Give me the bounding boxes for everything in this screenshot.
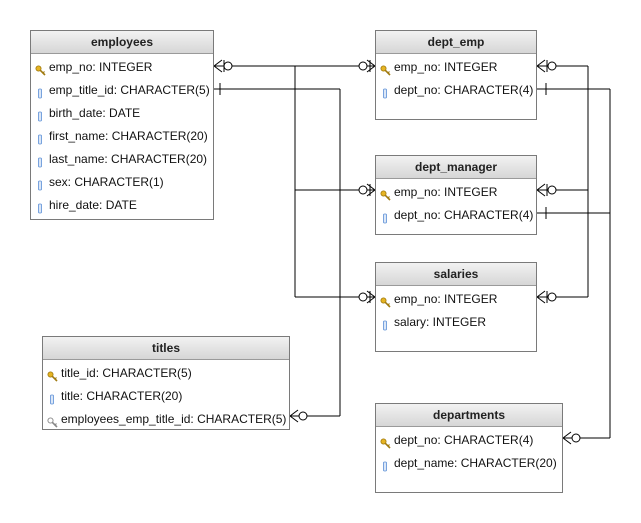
table-dept-emp[interactable]: dept_emp emp_no: INTEGER dept_no: CHARACT… (375, 30, 537, 120)
foreign-key-icon (47, 414, 58, 428)
table-title: dept_emp (376, 31, 536, 54)
primary-key-icon (35, 62, 46, 76)
crow-foot-dept-emp-right (536, 59, 557, 73)
column-row[interactable]: title_id: CHARACTER(5) (43, 363, 289, 383)
crow-foot-titles (289, 409, 308, 423)
table-dept-manager[interactable]: dept_manager emp_no: INTEGER dept_no: CHA… (375, 155, 537, 235)
column-row[interactable]: employees_emp_title_id: CHARACTER(5) (43, 409, 289, 429)
column-icon (35, 131, 45, 145)
column-label: hire_date: DATE (49, 198, 137, 212)
primary-key-icon (380, 435, 391, 449)
column-row[interactable]: first_name: CHARACTER(20) (31, 126, 213, 146)
crow-foot-employees-empno (213, 59, 233, 73)
column-icon (380, 85, 390, 99)
column-icon (47, 391, 57, 405)
column-label: dept_no: CHARACTER(4) (394, 83, 534, 97)
crow-foot-dept-manager-right (536, 183, 557, 197)
column-label: dept_no: CHARACTER(4) (394, 208, 534, 222)
primary-key-icon (380, 294, 391, 308)
crow-foot-dept-manager-left (358, 183, 376, 197)
table-title: salaries (376, 263, 536, 286)
column-label: last_name: CHARACTER(20) (49, 152, 208, 166)
column-row[interactable]: dept_no: CHARACTER(4) (376, 80, 536, 100)
crow-foot-departments (562, 431, 581, 445)
column-label: emp_no: INTEGER (394, 185, 498, 199)
column-label: birth_date: DATE (49, 106, 141, 120)
column-icon (380, 458, 390, 472)
column-icon (35, 85, 45, 99)
table-employees[interactable]: employees emp_no: INTEGER emp_title_id: C… (30, 30, 214, 220)
column-row[interactable]: birth_date: DATE (31, 103, 213, 123)
column-label: salary: INTEGER (394, 315, 487, 329)
table-title: dept_manager (376, 156, 536, 179)
column-row[interactable]: emp_no: INTEGER (376, 57, 536, 77)
column-icon (35, 154, 45, 168)
column-icon (380, 317, 390, 331)
column-label: emp_no: INTEGER (394, 292, 498, 306)
column-row[interactable]: title: CHARACTER(20) (43, 386, 289, 406)
primary-key-icon (380, 62, 391, 76)
table-salaries[interactable]: salaries emp_no: INTEGER salary: INTEGER (375, 262, 537, 352)
column-row[interactable]: hire_date: DATE (31, 195, 213, 215)
column-icon (35, 177, 45, 191)
column-label: title_id: CHARACTER(5) (61, 366, 192, 380)
table-titles[interactable]: titles title_id: CHARACTER(5) title: CHAR… (42, 336, 290, 430)
column-row[interactable]: dept_no: CHARACTER(4) (376, 430, 562, 450)
column-row[interactable]: salary: INTEGER (376, 312, 536, 332)
table-title: employees (31, 31, 213, 54)
crow-foot-salaries-right (536, 290, 557, 304)
column-row[interactable]: dept_name: CHARACTER(20) (376, 453, 562, 473)
column-label: emp_title_id: CHARACTER(5) (49, 83, 210, 97)
crow-foot-dept-emp-left (358, 59, 376, 73)
column-icon (35, 200, 45, 214)
column-row[interactable]: sex: CHARACTER(1) (31, 172, 213, 192)
column-row[interactable]: last_name: CHARACTER(20) (31, 149, 213, 169)
column-label: emp_no: INTEGER (49, 60, 153, 74)
primary-key-icon (380, 187, 391, 201)
column-icon (380, 210, 390, 224)
column-label: dept_no: CHARACTER(4) (394, 433, 534, 447)
column-label: dept_name: CHARACTER(20) (394, 456, 557, 470)
primary-key-icon (47, 368, 58, 382)
column-label: first_name: CHARACTER(20) (49, 129, 208, 143)
column-row[interactable]: dept_no: CHARACTER(4) (376, 205, 536, 225)
column-row[interactable]: emp_no: INTEGER (31, 57, 213, 77)
crow-foot-salaries-left (358, 290, 376, 304)
column-row[interactable]: emp_no: INTEGER (376, 289, 536, 309)
column-label: employees_emp_title_id: CHARACTER(5) (61, 412, 287, 426)
column-row[interactable]: emp_title_id: CHARACTER(5) (31, 80, 213, 100)
column-label: emp_no: INTEGER (394, 60, 498, 74)
column-label: sex: CHARACTER(1) (49, 175, 164, 189)
column-row[interactable]: emp_no: INTEGER (376, 182, 536, 202)
table-departments[interactable]: departments dept_no: CHARACTER(4) dept_na… (375, 403, 563, 493)
column-label: title: CHARACTER(20) (61, 389, 183, 403)
table-title: departments (376, 404, 562, 427)
column-icon (35, 108, 45, 122)
table-title: titles (43, 337, 289, 360)
